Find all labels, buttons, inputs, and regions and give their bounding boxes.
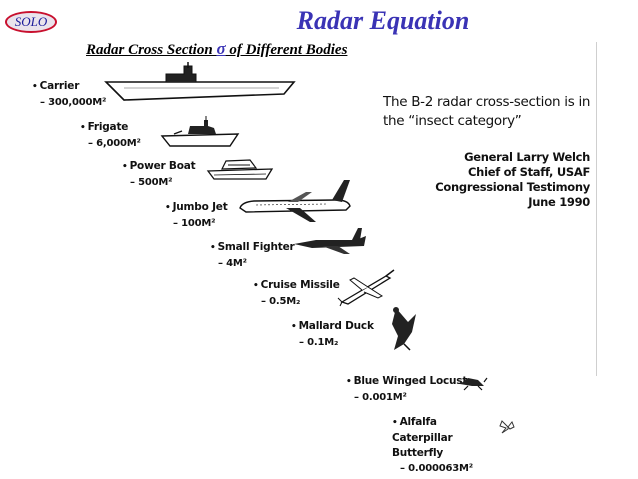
b2-quote: The B-2 radar cross-section is in the “i…	[383, 94, 591, 129]
list-item-small-fighter: •Small Fighter – 4M²	[210, 240, 295, 271]
item-value: – 300,000M²	[40, 97, 107, 108]
list-item-power-boat: •Power Boat – 500M²	[122, 159, 196, 190]
cruise-missile-icon	[337, 269, 395, 307]
page-subtitle: Radar Cross Section σ of Different Bodie…	[86, 39, 347, 59]
subtitle-prefix: Radar Cross Section	[86, 42, 217, 58]
attribution-date: June 1990	[528, 195, 590, 209]
item-name: •Alfalfa Caterpillar Butterfly	[392, 416, 453, 459]
list-item-frigate: •Frigate – 6,000M²	[80, 120, 141, 151]
list-item-mallard-duck: •Mallard Duck – 0.1M₂	[291, 319, 374, 350]
item-value: – 4M²	[218, 258, 247, 269]
quote-attribution: General Larry Welch Chief of Staff, USAF…	[430, 150, 590, 210]
attribution-role: Chief of Staff, USAF	[468, 165, 590, 179]
locust-icon	[460, 377, 488, 391]
item-value: – 500M²	[130, 177, 173, 188]
power-boat-icon	[206, 159, 274, 180]
aircraft-carrier-icon	[104, 62, 296, 101]
attribution-name: General Larry Welch	[464, 150, 590, 164]
item-name: •Small Fighter	[210, 241, 295, 253]
sigma-symbol: σ	[216, 39, 226, 58]
item-value: – 0.1M₂	[299, 337, 339, 348]
list-item-alfalfa-butterfly: •Alfalfa Caterpillar Butterfly – 0.00006…	[392, 415, 492, 476]
duck-icon	[392, 307, 416, 351]
fighter-jet-icon	[294, 228, 366, 254]
item-name: •Jumbo Jet	[165, 201, 228, 213]
item-value: – 100M²	[173, 218, 216, 229]
list-item-jumbo-jet: •Jumbo Jet – 100M²	[165, 200, 228, 231]
list-item-blue-winged-locust: •Blue Winged Locust – 0.001M²	[346, 374, 467, 405]
item-name: •Blue Winged Locust	[346, 375, 468, 387]
list-item-carrier: •Carrier – 300,000M²	[32, 79, 106, 110]
page-title: Radar Equation	[296, 6, 470, 35]
item-name: •Cruise Missile	[253, 279, 340, 291]
item-value: – 0.5M₂	[261, 296, 301, 307]
list-item-cruise-missile: •Cruise Missile – 0.5M₂	[253, 278, 340, 309]
item-name: •Carrier	[32, 80, 80, 92]
item-value: – 0.000063M²	[400, 463, 473, 474]
item-name: •Power Boat	[122, 160, 196, 172]
item-value: – 6,000M²	[88, 138, 141, 149]
jumbo-jet-icon	[239, 180, 351, 222]
item-name: •Frigate	[80, 121, 129, 133]
attribution-event: Congressional Testimony	[435, 180, 590, 194]
solo-badge: SOLO	[5, 11, 57, 33]
item-name: •Mallard Duck	[291, 320, 374, 332]
scan-edge-divider	[596, 42, 597, 376]
subtitle-suffix: of Different Bodies	[225, 42, 348, 58]
item-value: – 0.001M²	[354, 392, 407, 403]
frigate-icon	[160, 116, 240, 147]
butterfly-icon	[499, 420, 515, 434]
